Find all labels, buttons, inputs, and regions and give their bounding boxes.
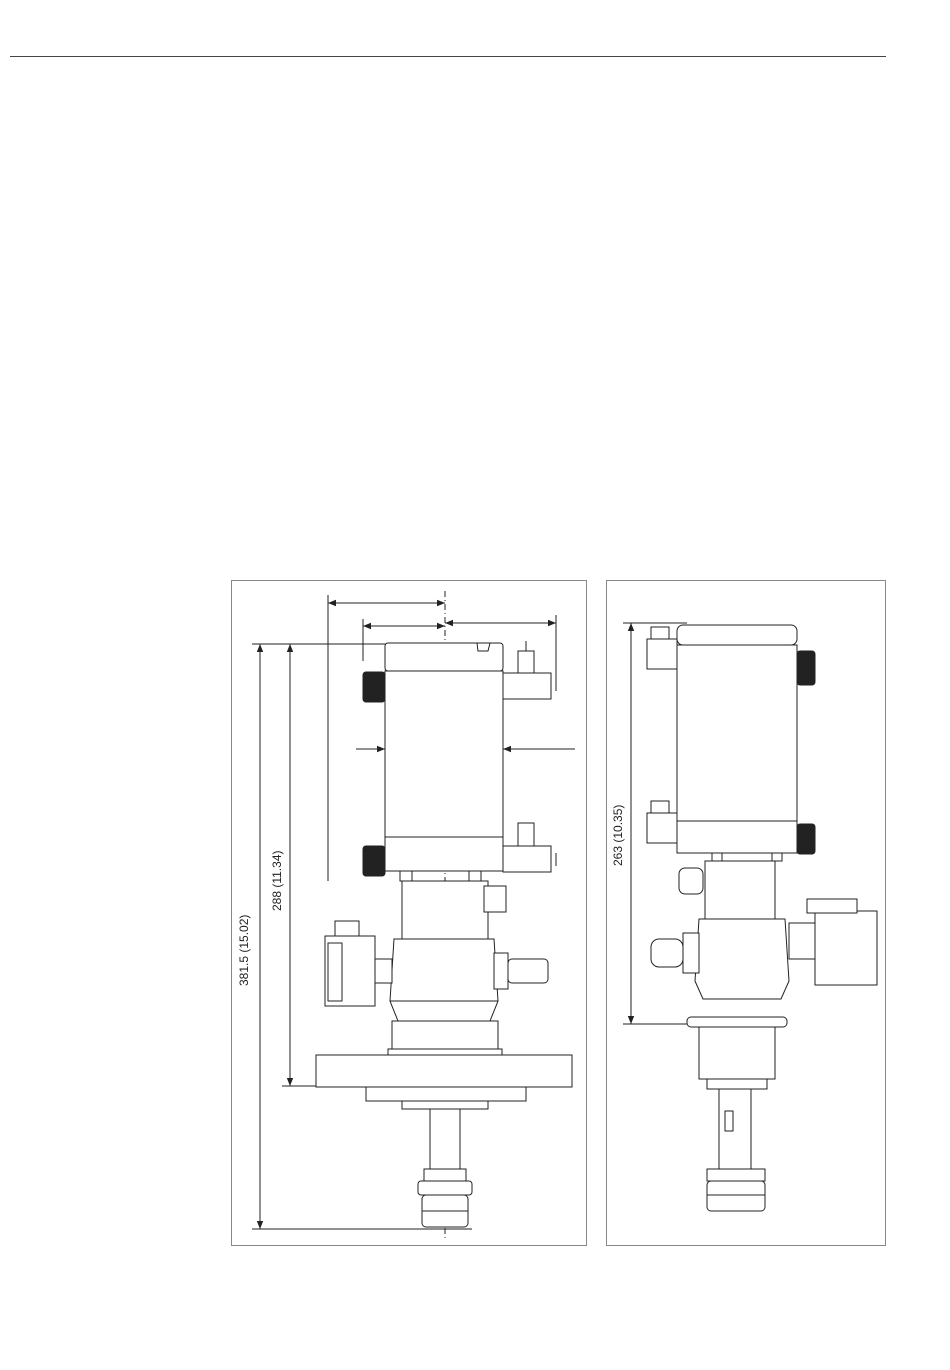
probe-shaft: [719, 1089, 751, 1169]
body-height-label: 263 (10.35): [611, 805, 625, 866]
header-rule: [10, 56, 886, 57]
neck: [402, 881, 488, 939]
housing-cap: [385, 643, 503, 671]
upper-right-knob: [797, 651, 815, 685]
flange-height-label: 288 (11.34): [270, 851, 284, 912]
lower-fitting: [503, 846, 551, 872]
housing-top: [677, 625, 797, 645]
front-view-panel: 381.5 (15.02) 288 (11.34): [231, 580, 587, 1246]
valve-block: [695, 919, 789, 999]
probe-tip: [707, 1181, 765, 1211]
housing-bottom: [677, 821, 797, 853]
housing-base: [385, 837, 503, 871]
probe-shaft: [430, 1109, 460, 1169]
hose-nozzle: [508, 959, 548, 983]
side-view-panel: 263 (10.35): [606, 580, 886, 1246]
solenoid-right: [815, 911, 877, 985]
upper-fitting: [503, 673, 551, 699]
probe-tip: [418, 1181, 472, 1195]
small-fitting: [679, 868, 703, 894]
lower-valve: [647, 813, 677, 843]
hose-connector: [651, 939, 683, 967]
flange-collar: [392, 1021, 498, 1049]
side-sensor: [484, 886, 506, 912]
side-view-drawing: [607, 581, 887, 1247]
housing-body: [677, 645, 797, 821]
overall-height-label: 381.5 (15.02): [237, 915, 251, 986]
lower-tube: [699, 1027, 775, 1079]
housing-body: [385, 671, 503, 837]
upper-left-knob: [363, 672, 385, 702]
valve-block: [390, 939, 498, 1021]
mounting-flange: [316, 1055, 572, 1087]
neck: [705, 861, 775, 919]
lower-left-knob: [363, 846, 385, 876]
front-view-drawing: [232, 581, 588, 1247]
lower-right-knob: [797, 824, 815, 854]
clamp-ring: [687, 1017, 787, 1027]
upper-valve: [647, 639, 677, 669]
